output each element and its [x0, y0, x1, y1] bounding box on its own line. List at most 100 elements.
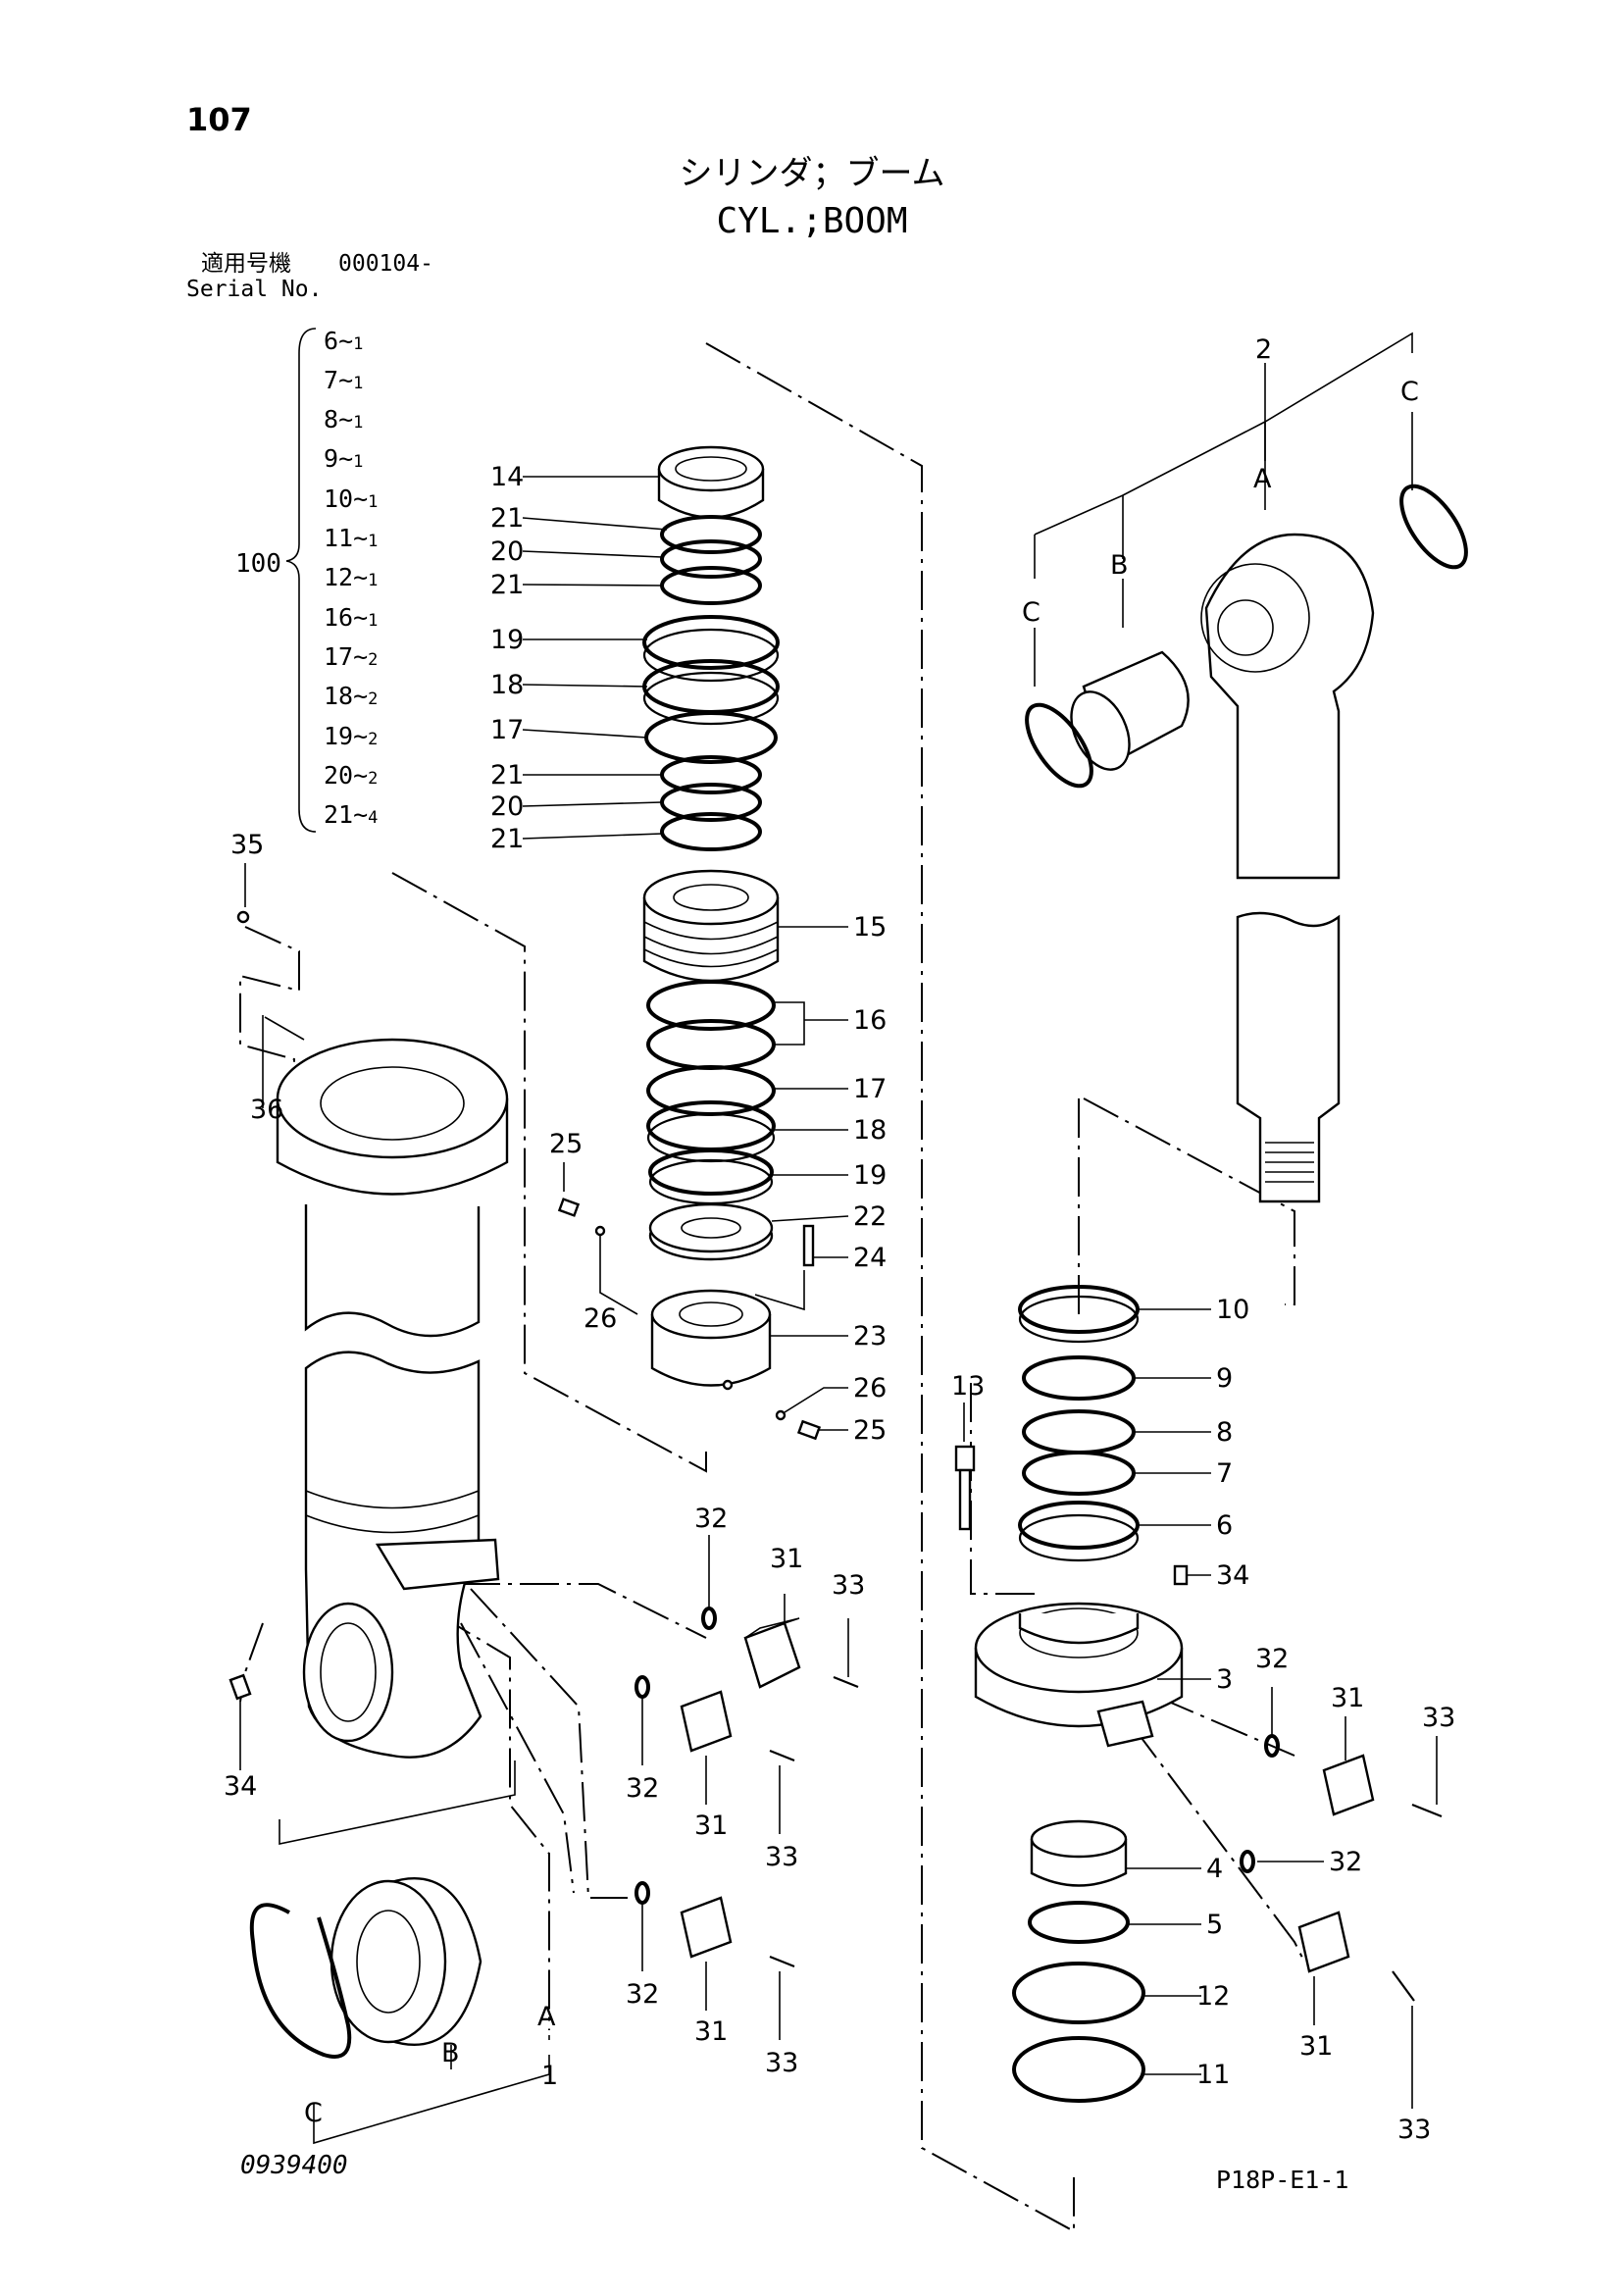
part-31-check-valve — [680, 1896, 733, 1959]
callout: 34 — [1216, 1560, 1249, 1591]
kit-item: 17~2 — [324, 642, 379, 671]
part-11-o-ring — [1012, 2036, 1145, 2103]
kit-item: 20~2 — [324, 761, 379, 790]
part-17-o-ring — [644, 711, 778, 764]
part-26-ball — [775, 1409, 787, 1421]
assembly-line — [391, 872, 707, 1473]
assembly-line — [1083, 1097, 1295, 1305]
callout: 12 — [1196, 1981, 1230, 2012]
part-4-bushing — [1030, 1819, 1128, 1887]
callout: 15 — [853, 912, 887, 943]
callout: 5 — [1206, 1910, 1223, 1940]
callout: C — [304, 2098, 323, 2128]
callout: 21 — [490, 824, 524, 854]
callout: 33 — [765, 2048, 798, 2078]
part-21-backup-ring — [660, 812, 762, 851]
part-7-buffer-ring — [1022, 1451, 1136, 1496]
callout: 20 — [490, 536, 524, 567]
kit-item: 11~1 — [324, 524, 379, 552]
part-c-seal — [1025, 702, 1093, 789]
serial-label-japanese: 適用号機 — [201, 251, 291, 277]
part-9-backup-ring — [1022, 1355, 1136, 1401]
part-14-cushion-bearing — [657, 445, 765, 519]
kit-item: 19~2 — [324, 722, 379, 750]
kit-brace — [285, 328, 317, 833]
part-13-bolt — [954, 1445, 976, 1531]
callout: 14 — [490, 462, 524, 492]
assembly-line — [435, 1612, 550, 2030]
callout: 6 — [1216, 1510, 1233, 1541]
callout: 26 — [853, 1373, 887, 1403]
callout: 31 — [1331, 1683, 1364, 1713]
callout: 4 — [1206, 1854, 1223, 1884]
callout: 19 — [853, 1160, 887, 1191]
leader-line — [279, 1760, 516, 1845]
part-19-ring — [648, 1148, 774, 1205]
part-2-piston-rod — [1200, 533, 1375, 1203]
callout: 21 — [490, 570, 524, 600]
assembly-line — [461, 1583, 707, 1639]
callout: 25 — [853, 1415, 887, 1446]
part-31-check-valve — [743, 1617, 801, 1689]
part-31-check-valve — [680, 1690, 733, 1753]
part-b-bushing — [330, 1877, 482, 2046]
callout: 33 — [832, 1570, 865, 1601]
assembly-line — [239, 926, 300, 1079]
callout: 31 — [694, 1811, 728, 1841]
callout: 19 — [490, 625, 524, 655]
part-1-cylinder-tube — [276, 1038, 509, 1759]
part-24-set-screw — [802, 1224, 815, 1267]
callout: A — [537, 2002, 556, 2032]
part-32-o-ring — [634, 1675, 650, 1699]
part-b-bushing — [1070, 650, 1190, 771]
callout: 16 — [853, 1005, 887, 1036]
callout: 17 — [853, 1074, 887, 1104]
callout: 11 — [1196, 2060, 1230, 2090]
part-33-bolt — [1411, 1803, 1443, 1818]
part-34-grease-nipple — [228, 1673, 252, 1701]
part-25-screw — [557, 1198, 581, 1217]
callout: 20 — [490, 791, 524, 822]
leader-lines — [244, 363, 1438, 2109]
callout: 10 — [1216, 1295, 1249, 1325]
callout: 18 — [490, 670, 524, 700]
part-21-backup-ring — [660, 566, 762, 605]
part-31-check-valve — [1322, 1754, 1375, 1816]
callout: B — [441, 2038, 460, 2068]
part-32-o-ring — [701, 1607, 717, 1630]
assembly-line — [970, 1383, 1035, 1595]
kit-item: 8~1 — [324, 405, 364, 434]
page-reference: P18P-E1-1 — [1216, 2166, 1349, 2194]
callout: 32 — [1329, 1847, 1362, 1877]
callout: 13 — [951, 1371, 985, 1402]
callout: 35 — [230, 830, 264, 860]
leader-line — [1034, 332, 1413, 536]
kit-item: 16~1 — [324, 603, 379, 632]
part-25-screw — [796, 1419, 822, 1441]
part-5-o-ring — [1028, 1901, 1130, 1944]
callout: C — [1022, 597, 1040, 628]
part-32-o-ring — [634, 1881, 650, 1905]
part-33-bolt — [1392, 1970, 1415, 2002]
part-26-ball — [594, 1225, 606, 1237]
assembly-line — [705, 342, 1075, 2233]
callout: 32 — [626, 1773, 659, 1804]
callout-labels: 14 21 20 21 19 18 17 21 20 21 15 16 17 1… — [224, 334, 1455, 2145]
callout: A — [1253, 464, 1272, 494]
callout: 2 — [1255, 334, 1272, 365]
kit-item: 6~1 — [324, 327, 364, 355]
callout: B — [1110, 550, 1129, 581]
callout: 32 — [1255, 1644, 1289, 1674]
page-number: 107 — [186, 101, 252, 138]
part-23-nut — [650, 1289, 772, 1391]
callout: 31 — [770, 1544, 803, 1574]
callout: 9 — [1216, 1363, 1233, 1394]
part-33-bolt — [769, 1955, 795, 1968]
callout: 24 — [853, 1243, 887, 1273]
part-35-grease-nipple — [236, 910, 250, 924]
serial-label-english: Serial No. — [186, 277, 323, 302]
callout: 21 — [490, 503, 524, 534]
callout: 17 — [490, 715, 524, 745]
callout: 33 — [1397, 2115, 1431, 2145]
